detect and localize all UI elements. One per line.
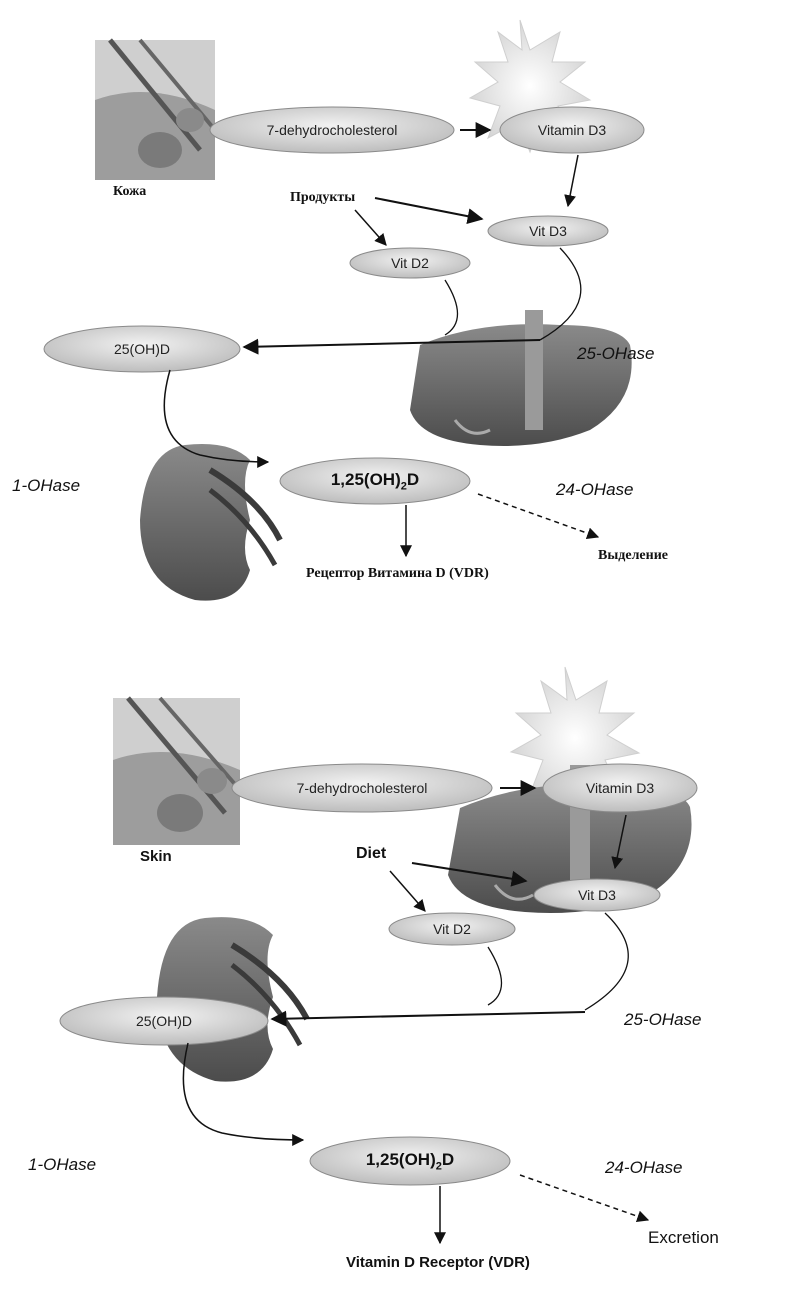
curve-vitd2-to-liver	[488, 947, 502, 1005]
excretion-label: Выделение	[598, 548, 668, 564]
diagram-english: Skin Diet 7-dehydrocholesterol Vitamin D…	[0, 645, 786, 1290]
vitamin-d3-label: Vitamin D3	[543, 780, 697, 796]
diet-label: Diet	[356, 845, 386, 863]
hydroxy-label: 25(OH)D	[44, 341, 240, 357]
diagram-russian: Кожа Продукты 7-dehydrocholesterol Vitam…	[0, 0, 786, 640]
arrow-diet-to-vitd2	[355, 210, 386, 245]
receptor-label: Рецептор Витамина D (VDR)	[306, 566, 489, 582]
enzyme-24-label: 24-OHase	[556, 480, 633, 500]
arrow-to-excretion	[478, 494, 598, 537]
enzyme-1-label: 1-OHase	[28, 1155, 96, 1175]
enzyme-24-label: 24-OHase	[605, 1158, 682, 1178]
excretion-label: Excretion	[648, 1228, 719, 1248]
hydroxy-label: 25(OH)D	[60, 1013, 268, 1029]
receptor-label: Vitamin D Receptor (VDR)	[346, 1254, 530, 1271]
vit-d3-label: Vit D3	[488, 223, 608, 239]
arrow-d3-to-vitd3	[568, 155, 578, 206]
curve-vitd2-to-liver	[445, 280, 458, 335]
active-form-label: 1,25(OH)2D	[310, 1150, 510, 1172]
skin-label: Кожа	[113, 184, 146, 200]
arrow-liver-to-25ohd	[272, 1012, 585, 1019]
liver-illustration	[410, 310, 632, 446]
vitamin-d3-label: Vitamin D3	[500, 122, 644, 138]
enzyme-25-label: 25-OHase	[577, 344, 654, 364]
skin-label: Skin	[140, 848, 172, 865]
precursor-label: 7-dehydrocholesterol	[232, 780, 492, 796]
precursor-label: 7-dehydrocholesterol	[210, 122, 454, 138]
arrow-diet-to-vitd2	[390, 871, 425, 911]
diagram-en-graphics	[0, 645, 786, 1290]
enzyme-25-label: 25-OHase	[624, 1010, 701, 1030]
curve-vitd3-to-liver	[585, 913, 628, 1010]
skin-illustration	[95, 40, 215, 180]
skin-illustration	[113, 698, 240, 845]
vit-d2-label: Vit D2	[389, 921, 515, 937]
arrow-to-excretion	[520, 1175, 648, 1220]
vit-d2-label: Vit D2	[350, 255, 470, 271]
active-form-label: 1,25(OH)2D	[280, 470, 470, 492]
vit-d3-label: Vit D3	[534, 887, 660, 903]
arrow-diet-to-vitd3	[375, 198, 482, 219]
diet-label: Продукты	[290, 190, 355, 206]
enzyme-1-label: 1-OHase	[12, 476, 80, 496]
diagram-ru-graphics	[0, 0, 786, 640]
kidney-illustration	[140, 444, 280, 601]
